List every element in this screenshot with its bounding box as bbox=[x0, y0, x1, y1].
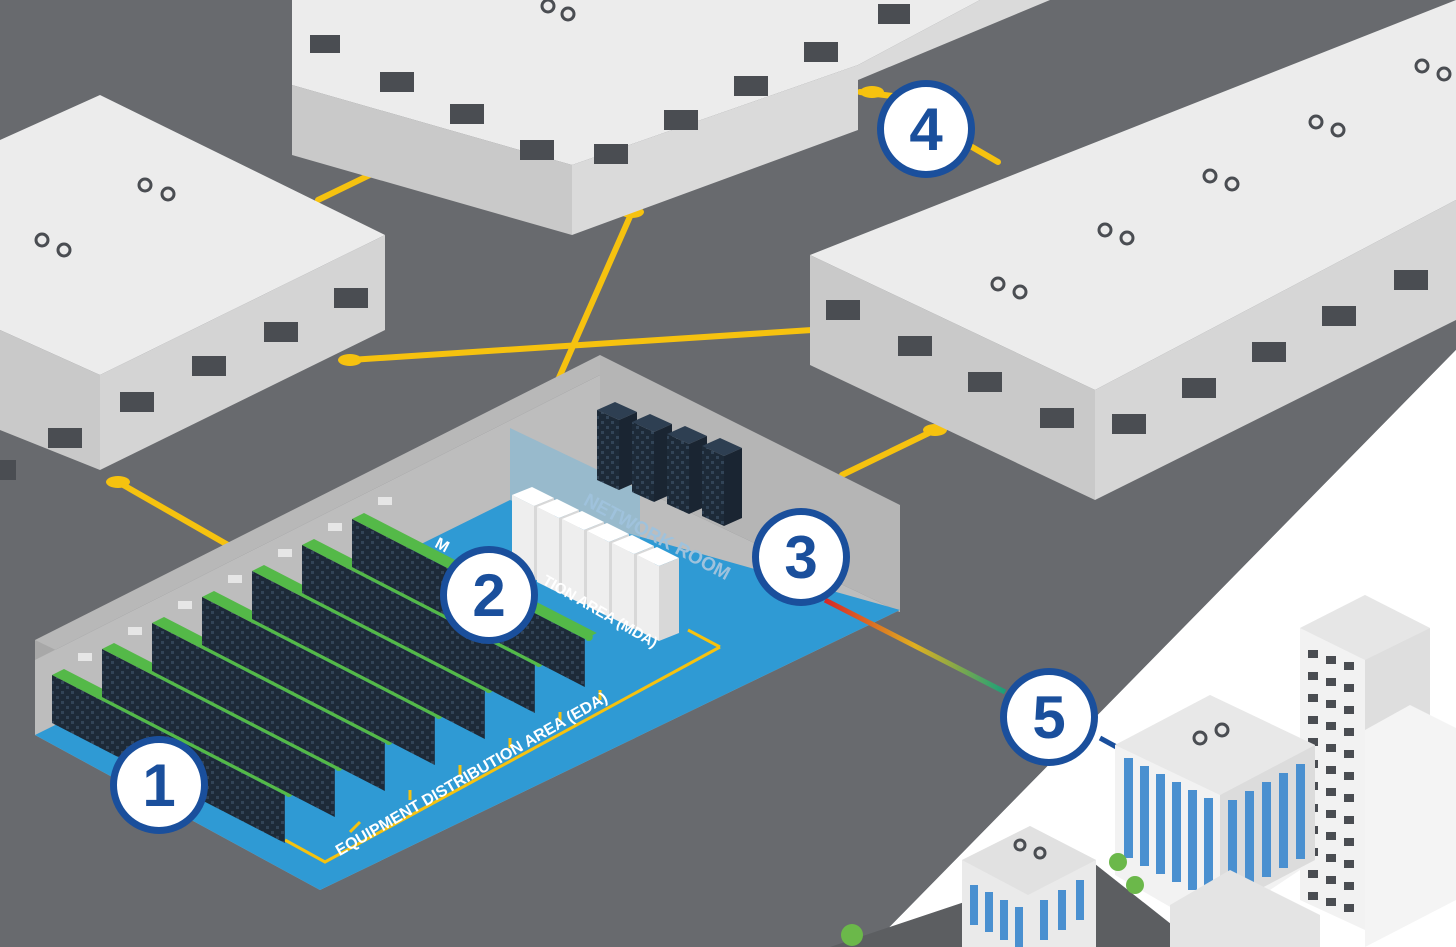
office-window bbox=[1296, 764, 1305, 859]
camera-icon bbox=[378, 497, 392, 505]
office-window bbox=[1245, 791, 1254, 886]
camera-icon bbox=[178, 601, 192, 609]
office-window bbox=[1204, 798, 1213, 898]
tower-window bbox=[1344, 838, 1354, 846]
tower-window bbox=[1344, 882, 1354, 890]
tower-window bbox=[1308, 892, 1318, 900]
mda-cabinet-top bbox=[512, 487, 554, 506]
camera-icon bbox=[228, 575, 242, 583]
tower-window bbox=[1344, 860, 1354, 868]
office-window bbox=[1156, 774, 1165, 874]
tower-window bbox=[1308, 870, 1318, 878]
tower-window bbox=[1344, 706, 1354, 714]
floor-cabling bbox=[284, 628, 721, 864]
tower-window bbox=[1344, 728, 1354, 736]
rack-row-front bbox=[202, 597, 435, 765]
tower-window bbox=[1344, 662, 1354, 670]
tower-window bbox=[1326, 656, 1336, 664]
tower-window bbox=[1308, 672, 1318, 680]
tower-window bbox=[1344, 904, 1354, 912]
mda-cabinet-top bbox=[612, 535, 654, 554]
tower-window bbox=[1326, 700, 1336, 708]
core-racks bbox=[597, 402, 742, 526]
camera-icon bbox=[278, 549, 292, 557]
rack-row-front bbox=[252, 571, 485, 739]
tower-window bbox=[1326, 722, 1336, 730]
tower-window bbox=[1326, 854, 1336, 862]
tower-window bbox=[1344, 772, 1354, 780]
rack-row-front bbox=[152, 623, 385, 791]
core-rack-side bbox=[724, 448, 742, 526]
tower-window bbox=[1344, 750, 1354, 758]
tower-window bbox=[1308, 716, 1318, 724]
tower-window bbox=[1326, 876, 1336, 884]
rack-row-front bbox=[302, 545, 535, 713]
tower-window bbox=[1326, 766, 1336, 774]
core-rack-top bbox=[632, 414, 672, 432]
camera-icon bbox=[78, 653, 92, 661]
building-west bbox=[0, 95, 385, 480]
office-window bbox=[1124, 758, 1133, 858]
tower-window bbox=[1326, 678, 1336, 686]
building-north bbox=[292, 0, 1050, 235]
office-window bbox=[1228, 800, 1237, 895]
mda-cabinet-top bbox=[537, 499, 579, 518]
fiber-link bbox=[823, 597, 1007, 695]
mda-cabinet-top bbox=[562, 511, 604, 530]
mda-cabinet-side bbox=[659, 558, 679, 641]
rack-row-end bbox=[584, 633, 593, 641]
mda-cabinet-front bbox=[637, 555, 659, 641]
tower-window bbox=[1326, 744, 1336, 752]
tower-window bbox=[1344, 684, 1354, 692]
badge-4: 4 bbox=[877, 80, 975, 178]
rack-row-front bbox=[102, 649, 335, 817]
tower-window bbox=[1326, 810, 1336, 818]
mda-cabinet-front bbox=[612, 543, 634, 629]
badge-5: 5 bbox=[1000, 668, 1098, 766]
tower-window bbox=[1344, 794, 1354, 802]
camera-icon bbox=[128, 627, 142, 635]
badge-2: 2 bbox=[440, 546, 538, 644]
core-rack-top bbox=[667, 426, 707, 444]
tower-window bbox=[1326, 788, 1336, 796]
badge-1: 1 bbox=[110, 736, 208, 834]
city-buildings bbox=[841, 595, 1456, 947]
building-east bbox=[810, 0, 1456, 500]
tower-window bbox=[1344, 816, 1354, 824]
camera-icon bbox=[328, 523, 342, 531]
tower-window bbox=[1326, 832, 1336, 840]
tower-window bbox=[1308, 650, 1318, 658]
tower-window bbox=[1308, 694, 1318, 702]
office-window bbox=[1262, 782, 1271, 877]
core-rack-front bbox=[702, 446, 724, 526]
office-window bbox=[1172, 782, 1181, 882]
mda-cabinet-top bbox=[587, 523, 629, 542]
core-rack-front bbox=[667, 434, 689, 514]
mda-cabinet-front bbox=[587, 531, 609, 617]
tower-window bbox=[1326, 898, 1336, 906]
mda-cabinet-front bbox=[537, 507, 559, 593]
badge-3: 3 bbox=[752, 508, 850, 606]
office-window bbox=[1188, 790, 1197, 890]
mda-cabinet-front bbox=[562, 519, 584, 605]
core-rack-front bbox=[597, 410, 619, 490]
core-rack-top bbox=[597, 402, 637, 420]
office-window bbox=[1279, 773, 1288, 868]
core-rack-front bbox=[632, 422, 654, 502]
mda-cabinet-top bbox=[637, 547, 679, 566]
office-window bbox=[1140, 766, 1149, 866]
tower-window bbox=[1308, 738, 1318, 746]
core-rack-top bbox=[702, 438, 742, 456]
